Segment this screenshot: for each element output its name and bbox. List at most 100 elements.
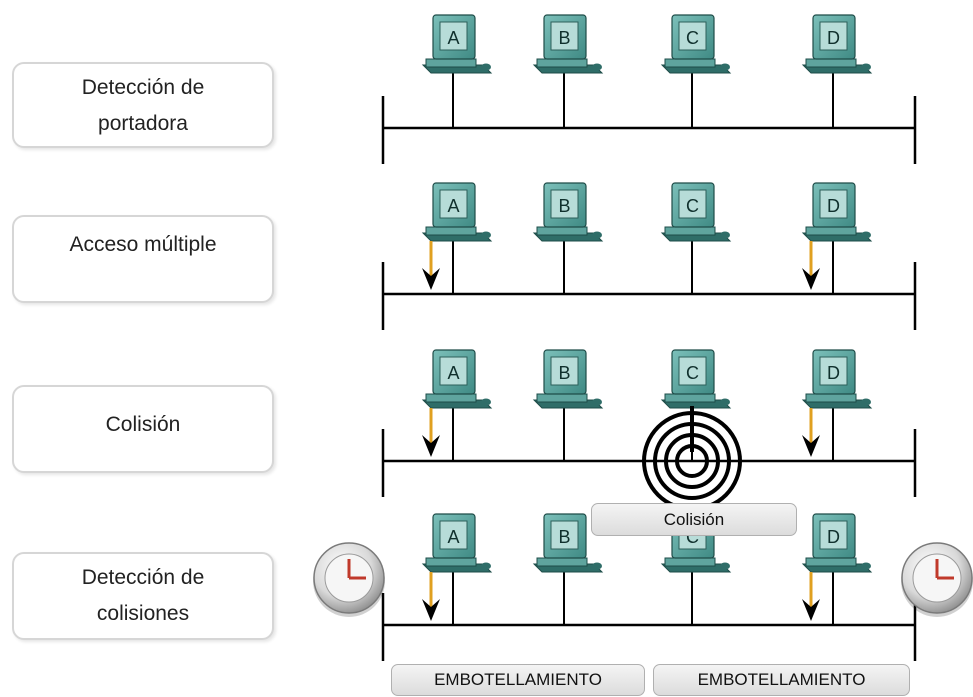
monitor-screen — [439, 520, 468, 550]
collision-ripples — [642, 406, 742, 511]
computer-a: A — [421, 14, 493, 74]
computer-b: B — [532, 513, 604, 573]
step-label-collision-detection: Detección de colisiones — [12, 552, 274, 640]
computer-label: B — [558, 28, 570, 48]
step-label-line: Colisión — [105, 413, 181, 436]
computer-d: D — [801, 513, 873, 573]
step-label-line: colisiones — [96, 602, 190, 625]
computer-b: B — [532, 14, 604, 74]
monitor-screen — [550, 520, 579, 550]
mouse — [861, 398, 871, 406]
computer-base — [664, 226, 716, 236]
mouse — [720, 231, 730, 239]
mouse — [720, 398, 730, 406]
clock-icon-left — [313, 542, 385, 617]
jam-signal-right: EMBOTELLAMIENTO — [653, 664, 910, 696]
monitor-screen — [678, 189, 707, 219]
clock-icon-right — [901, 542, 973, 617]
jam-signal-text: EMBOTELLAMIENTO — [697, 670, 866, 689]
computer-base — [805, 58, 857, 68]
computer-c: C — [660, 14, 732, 74]
arrow-head — [422, 435, 440, 457]
computer-label: A — [447, 196, 459, 216]
step-label-collision: Colisión — [12, 385, 274, 473]
monitor-screen — [550, 356, 579, 386]
jam-signal-left: EMBOTELLAMIENTO — [391, 664, 645, 696]
computer-c: C — [660, 349, 732, 409]
collision-callout: Colisión — [591, 503, 797, 536]
computer-base — [664, 557, 716, 567]
mouse — [861, 63, 871, 71]
computer-base — [536, 58, 588, 68]
monitor-screen — [819, 189, 848, 219]
mouse — [592, 231, 602, 239]
computer-label: B — [558, 363, 570, 383]
computer-c: C — [660, 182, 732, 242]
computer-b: B — [532, 182, 604, 242]
computer-a: A — [421, 513, 493, 573]
monitor-screen — [439, 189, 468, 219]
computer-base — [805, 393, 857, 403]
computer-base — [536, 226, 588, 236]
computer-b: B — [532, 349, 604, 409]
mouse — [592, 562, 602, 570]
monitor-screen — [550, 21, 579, 51]
computer-d: D — [801, 182, 873, 242]
computer-label: C — [686, 28, 699, 48]
step-label-line: Detección de — [81, 76, 205, 99]
network-row-2: A B C D — [381, 182, 917, 330]
computer-base — [664, 58, 716, 68]
computer-label: C — [686, 363, 699, 383]
arrow-head — [802, 435, 820, 457]
network-row-1: A B C D — [381, 14, 917, 164]
mouse — [592, 398, 602, 406]
computer-d: D — [801, 349, 873, 409]
mouse — [720, 63, 730, 71]
monitor-screen — [550, 189, 579, 219]
monitor-screen — [819, 21, 848, 51]
arrow-head — [802, 599, 820, 621]
arrow-head — [422, 268, 440, 290]
step-label-line: Detección de — [81, 566, 205, 589]
computer-base — [805, 226, 857, 236]
computer-base — [805, 557, 857, 567]
mouse — [481, 231, 491, 239]
computer-label: D — [827, 28, 840, 48]
computer-base — [425, 557, 477, 567]
computer-a: A — [421, 182, 493, 242]
collision-callout-text: Colisión — [663, 510, 725, 529]
monitor-screen — [678, 21, 707, 51]
mouse — [481, 63, 491, 71]
computer-base — [536, 393, 588, 403]
mouse — [481, 398, 491, 406]
monitor-screen — [819, 520, 848, 550]
monitor-screen — [678, 356, 707, 386]
network-row-3: A B C D — [381, 349, 917, 497]
computer-label: A — [447, 527, 459, 547]
transmit-arrow — [422, 408, 440, 457]
monitor-screen — [439, 356, 468, 386]
computer-base — [664, 393, 716, 403]
arrow-head — [422, 599, 440, 621]
mouse — [592, 63, 602, 71]
step-label-multiple-access: Acceso múltiple — [12, 215, 274, 303]
computer-label: C — [686, 196, 699, 216]
transmit-arrow — [422, 572, 440, 621]
computer-d: D — [801, 14, 873, 74]
computer-label: A — [447, 28, 459, 48]
monitor-screen — [439, 21, 468, 51]
jam-signal-text: EMBOTELLAMIENTO — [434, 670, 602, 689]
transmit-arrow — [802, 241, 820, 290]
computer-label: D — [827, 527, 840, 547]
computer-label: B — [558, 196, 570, 216]
transmit-arrow — [802, 572, 820, 621]
computer-label: A — [447, 363, 459, 383]
arrow-head — [802, 268, 820, 290]
computer-label: D — [827, 363, 840, 383]
computer-label: D — [827, 196, 840, 216]
mouse — [720, 562, 730, 570]
computer-label: B — [558, 527, 570, 547]
mouse — [861, 562, 871, 570]
